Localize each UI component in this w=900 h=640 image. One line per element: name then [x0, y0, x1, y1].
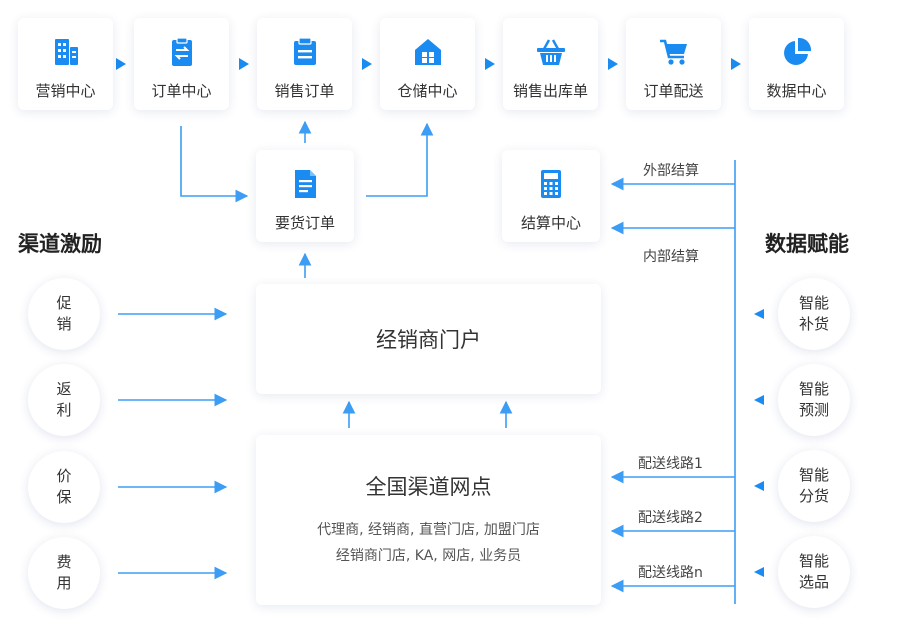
circle-line-2: 补货 — [798, 315, 829, 333]
incentive-circle-price-protection[interactable]: 价 保 — [28, 451, 100, 523]
incentive-circle-promotion[interactable]: 促 销 — [28, 278, 100, 350]
flow-arrow-6 — [731, 58, 741, 70]
card-data-center[interactable]: 数据中心 — [749, 18, 844, 110]
calculator-icon — [533, 166, 569, 202]
circle-line-2: 销 — [56, 315, 72, 333]
data-arrow-3 — [754, 481, 764, 491]
card-label: 仓储中心 — [397, 82, 458, 100]
basket-icon — [533, 34, 569, 70]
card-warehouse-center[interactable]: 仓储中心 — [380, 18, 475, 110]
network-title: 全国渠道网点 — [365, 475, 492, 499]
circle-line-2: 选品 — [798, 573, 829, 591]
card-dealer-portal[interactable]: 经销商门户 — [256, 284, 601, 394]
card-label: 要货订单 — [274, 214, 335, 232]
circle-line-1: 返 — [56, 380, 72, 398]
channel-incentive-title: 渠道激励 — [18, 232, 102, 256]
card-label: 销售出库单 — [512, 82, 588, 100]
pie-chart-icon — [779, 34, 815, 70]
flow-arrow-5 — [608, 58, 618, 70]
data-circle-selection[interactable]: 智能 选品 — [778, 536, 850, 608]
circle-line-1: 价 — [56, 467, 72, 485]
portal-title: 经销商门户 — [376, 328, 481, 352]
circle-line-2: 分货 — [798, 487, 829, 505]
file-lines-icon — [287, 166, 323, 202]
card-sales-order[interactable]: 销售订单 — [257, 18, 352, 110]
card-sales-outbound[interactable]: 销售出库单 — [503, 18, 598, 110]
data-empowerment-title: 数据赋能 — [765, 232, 849, 256]
flow-arrow-4 — [485, 58, 495, 70]
circle-line-1: 智能 — [798, 466, 829, 484]
card-order-center[interactable]: 订单中心 — [134, 18, 229, 110]
flow-arrow-2 — [239, 58, 249, 70]
card-label: 数据中心 — [766, 82, 827, 100]
card-requisition-order[interactable]: 要货订单 — [256, 150, 354, 242]
circle-line-2: 利 — [56, 401, 72, 419]
card-label: 销售订单 — [274, 82, 335, 100]
data-arrow-1 — [754, 309, 764, 319]
card-order-delivery[interactable]: 订单配送 — [626, 18, 721, 110]
warehouse-icon — [410, 34, 446, 70]
flow-arrow-1 — [116, 58, 126, 70]
card-label: 订单中心 — [151, 82, 212, 100]
card-channel-network[interactable]: 全国渠道网点 代理商, 经销商, 直营门店, 加盟门店 经销商门店, KA, 网… — [256, 435, 601, 605]
circle-line-1: 智能 — [798, 552, 829, 570]
circle-line-2: 用 — [56, 574, 72, 592]
circle-line-1: 费 — [56, 553, 72, 571]
label-external-settlement: 外部结算 — [643, 163, 699, 179]
data-arrow-4 — [754, 567, 764, 577]
card-label: 营销中心 — [35, 82, 96, 100]
shopping-cart-icon — [656, 34, 692, 70]
circle-line-1: 促 — [56, 294, 72, 312]
building-icon — [48, 34, 84, 70]
data-circle-forecast[interactable]: 智能 预测 — [778, 364, 850, 436]
connector-order-to-requisition — [180, 126, 249, 203]
incentive-circle-expense[interactable]: 费 用 — [28, 537, 100, 609]
circle-line-1: 智能 — [798, 380, 829, 398]
label-route-n: 配送线路n — [638, 565, 703, 581]
clipboard-exchange-icon — [164, 34, 200, 70]
card-label: 订单配送 — [643, 82, 704, 100]
data-circle-replenishment[interactable]: 智能 补货 — [778, 278, 850, 350]
label-internal-settlement: 内部结算 — [643, 249, 699, 265]
circle-line-2: 预测 — [798, 401, 829, 419]
card-marketing-center[interactable]: 营销中心 — [18, 18, 113, 110]
flow-arrow-3 — [362, 58, 372, 70]
network-line-2: 经销商门店, KA, 网店, 业务员 — [335, 548, 522, 564]
label-route-2: 配送线路2 — [638, 510, 703, 526]
connector-requisition-to-warehouse — [366, 122, 434, 197]
network-line-1: 代理商, 经销商, 直营门店, 加盟门店 — [317, 522, 540, 538]
card-settlement-center[interactable]: 结算中心 — [502, 150, 600, 242]
data-arrow-2 — [754, 395, 764, 405]
card-label: 结算中心 — [520, 214, 581, 232]
data-circle-allocation[interactable]: 智能 分货 — [778, 450, 850, 522]
incentive-circle-rebate[interactable]: 返 利 — [28, 364, 100, 436]
circle-line-2: 保 — [56, 488, 72, 506]
label-route-1: 配送线路1 — [638, 456, 703, 472]
document-list-icon — [287, 34, 323, 70]
circle-line-1: 智能 — [798, 294, 829, 312]
